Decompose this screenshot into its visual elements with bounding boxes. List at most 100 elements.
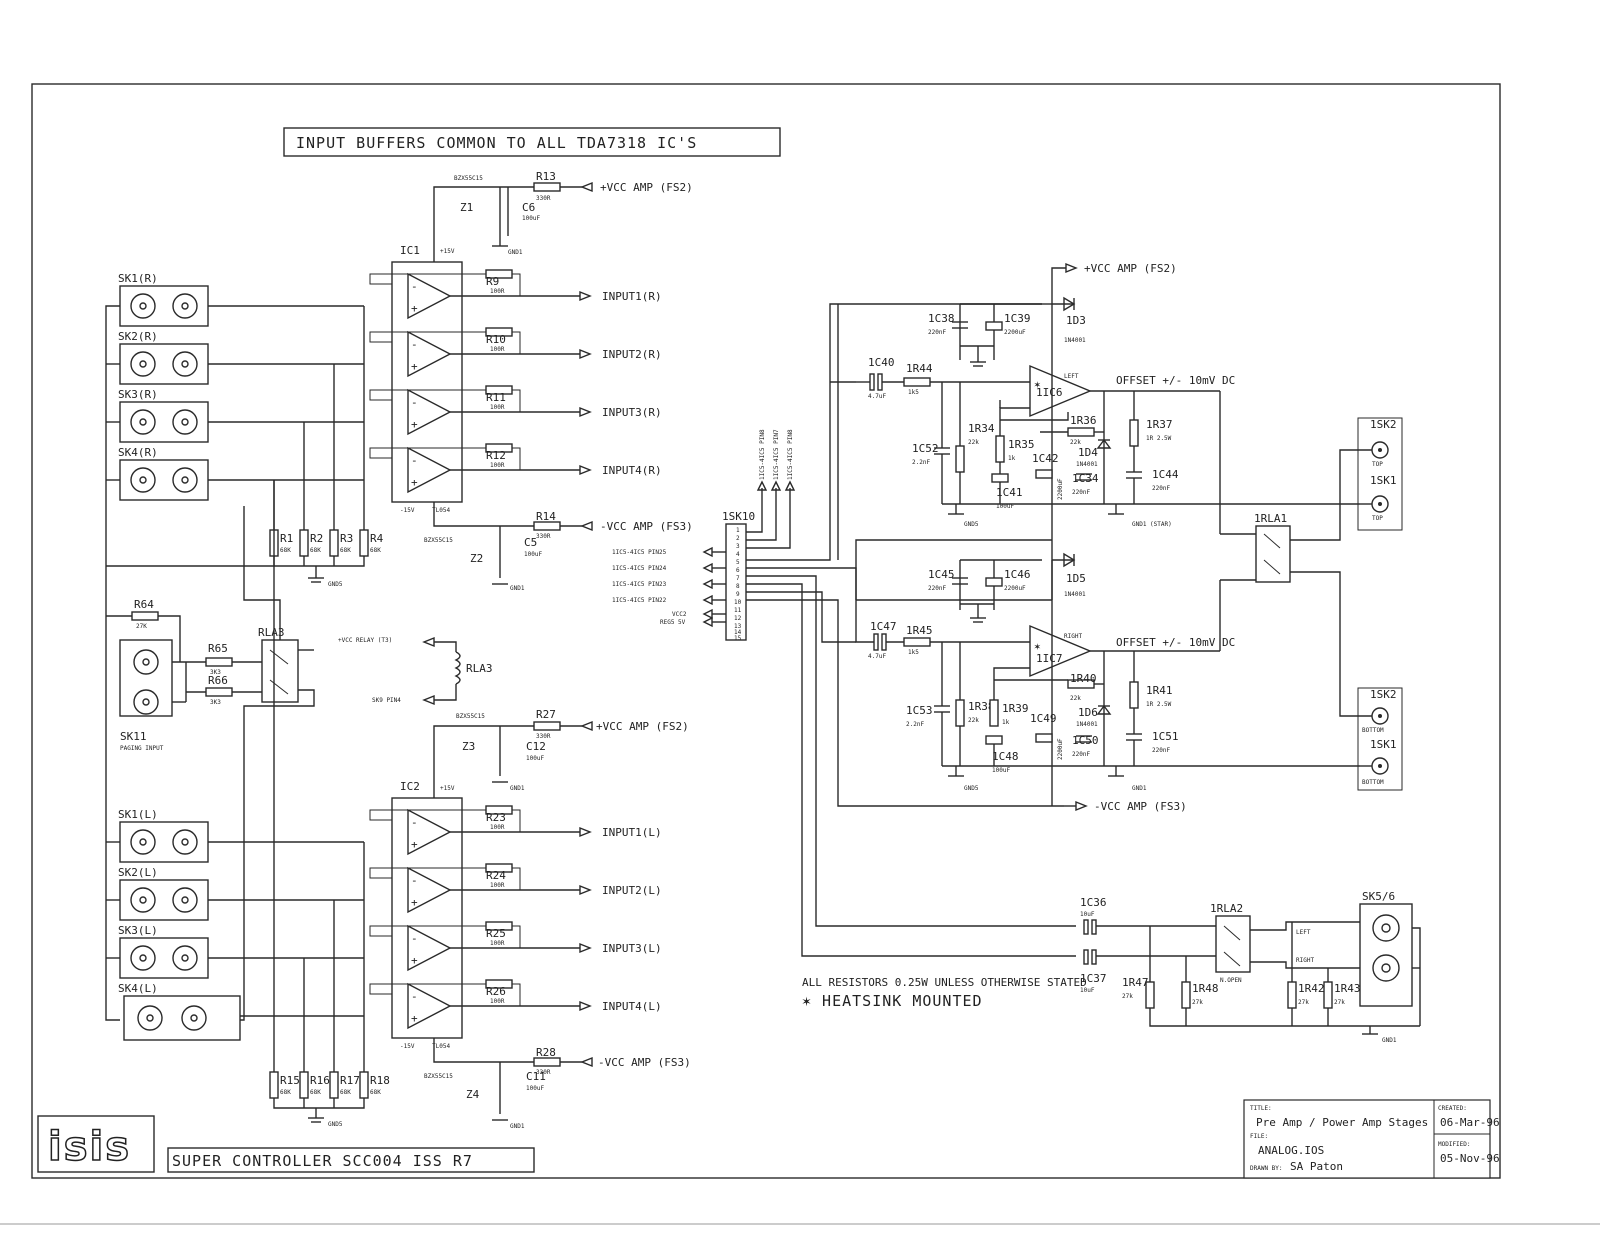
resistor-label: R3 <box>340 532 353 545</box>
ic1-output-label: INPUT3(R) <box>602 406 662 419</box>
res-label: R12 <box>486 449 506 462</box>
zener-label: Z4 <box>466 1088 480 1101</box>
ic2-output-label: INPUT3(L) <box>602 942 662 955</box>
res-label: 1R44 <box>906 362 933 375</box>
cap-label: 1C38 <box>928 312 955 325</box>
ic2-vminus: -15V <box>400 1043 415 1050</box>
cap-label: 1C36 <box>1080 896 1107 909</box>
res-label: R10 <box>486 333 506 346</box>
output-right-label: RIGHT <box>1296 957 1314 964</box>
gnd-label: GND1 <box>508 249 523 256</box>
header-box <box>283 127 781 157</box>
res-value: 1R 2.5W <box>1146 435 1172 442</box>
ic2-type: TL054 <box>432 1043 450 1050</box>
header-title: INPUT BUFFERS COMMON TO ALL TDA7318 IC'S <box>296 134 697 152</box>
socket-label: SK4(R) <box>118 446 158 459</box>
socket-1sk1-bottom: 1SK1 BOTTOM <box>1362 738 1397 786</box>
part-label: BZX55C15 <box>454 175 483 182</box>
cap-value: 220nF <box>1152 747 1170 754</box>
title-label: TITLE: <box>1250 1105 1272 1112</box>
title-block: TITLE: Pre Amp / Power Amp Stages FILE: … <box>1243 1099 1500 1179</box>
socket-label: 1SK2 <box>1370 688 1397 701</box>
res-label: R28 <box>536 1046 556 1059</box>
file-label: FILE: <box>1250 1133 1268 1140</box>
relay-label: 1RLA2 <box>1210 902 1243 915</box>
svg-text:-: - <box>411 990 418 1003</box>
rail-label: +VCC AMP (FS2) <box>1084 262 1177 275</box>
ic2-output-label: INPUT4(L) <box>602 1000 662 1013</box>
cap-value: 220nF <box>1072 489 1090 496</box>
ic1-vplus: +15V <box>440 248 455 255</box>
resistor-value: 68K <box>370 1089 381 1096</box>
cap-value: 100uF <box>524 551 542 558</box>
ic2-vplus: +15V <box>440 785 455 792</box>
cap-label: 1C52 <box>912 442 939 455</box>
ic-label: 1IC7 <box>1036 652 1063 665</box>
project-title: SUPER CONTROLLER SCC004 ISS R7 <box>172 1152 473 1170</box>
socket-label: SK2(R) <box>118 330 158 343</box>
connector-side-label: 1IC5-4IC5 PIN24 <box>612 565 667 572</box>
resistor-value: 68K <box>340 547 351 554</box>
cap-label: 1C46 <box>1004 568 1031 581</box>
res-label: 1R34 <box>968 422 995 435</box>
cap-value: 10uF <box>1080 987 1095 994</box>
cap-label: 1C40 <box>868 356 895 369</box>
pin-num: 11 <box>734 607 742 614</box>
gnd-label: GND5 <box>964 785 979 792</box>
socket-sk4-r: SK4(R) <box>118 446 209 501</box>
cap-label: C12 <box>526 740 546 753</box>
pin-num: 10 <box>734 599 742 606</box>
socket-label: SK4(L) <box>118 982 158 995</box>
connector-side-label: 1IC5-4IC5 PIN23 <box>612 581 667 588</box>
socket-label: SK3(R) <box>118 388 158 401</box>
socket-desc: TOP <box>1372 461 1383 468</box>
cap-label: 1C42 <box>1032 452 1059 465</box>
ic2-ref: IC2 <box>400 780 420 793</box>
res-label: 1R36 <box>1070 414 1097 427</box>
res-value: 100R <box>490 462 505 469</box>
supply-mid: R14 330R -VCC AMP (FS3) BZX55C15 Z2 C5 1… <box>424 510 693 592</box>
res-value: 27k <box>1122 993 1133 1000</box>
offset-label: OFFSET +/- 10mV DC <box>1116 636 1235 649</box>
part-label: BZX55C15 <box>456 713 485 720</box>
cap-value: 2.2nF <box>906 721 924 728</box>
res-value: 330R <box>536 1069 551 1076</box>
zener-label: Z3 <box>462 740 475 753</box>
res-value: 1k <box>1008 455 1016 462</box>
ic1-vminus: -15V <box>400 507 415 514</box>
svg-text:+: + <box>411 954 418 967</box>
res-label: R9 <box>486 275 499 288</box>
relay-vcc-label: +VCC RELAY (T3) <box>338 637 392 644</box>
cap-label: C11 <box>526 1070 546 1083</box>
resistor-value: 68K <box>310 1089 321 1096</box>
cap-label: 1C34 <box>1072 472 1099 485</box>
note-heatsink: ✶ HEATSINK MOUNTED <box>802 992 983 1010</box>
amp-side-label: LEFT <box>1064 373 1079 380</box>
res-value: 100R <box>490 404 505 411</box>
pin-num: 8 <box>736 583 740 590</box>
ic2: IC2 +15V -15V TL054 -+ -+ -+ -+ R23 R24 … <box>369 780 662 1054</box>
cap-label: 1C48 <box>992 750 1019 763</box>
part-label: BZX55C15 <box>424 1073 453 1080</box>
gnd-label: GND1 <box>1382 1037 1397 1044</box>
res-value: 1R 2.5W <box>1146 701 1172 708</box>
res-label: 1R42 <box>1298 982 1325 995</box>
connector-1sk10: 1SK10 1IC5-4IC5 PIN8 1IC5-4IC5 PIN7 1IC5… <box>612 303 1076 957</box>
pin-num: 13 <box>734 623 742 630</box>
svg-text:+: + <box>411 418 418 431</box>
pin-num: 9 <box>736 591 740 598</box>
ic2-output-label: INPUT2(L) <box>602 884 662 897</box>
socket-sk1-r: SK1(R) <box>118 272 209 327</box>
socket-desc: BOTTOM <box>1362 779 1384 786</box>
amp-left: +VCC AMP (FS2) 1D3 1N4001 1C38 220nF 1C3… <box>856 262 1360 600</box>
res-label: 1R41 <box>1146 684 1173 697</box>
cap-value: 220nF <box>1152 485 1170 492</box>
socket-label: 1SK2 <box>1370 418 1397 431</box>
relay-coil-label: RLA3 <box>466 662 493 675</box>
res-label: R14 <box>536 510 556 523</box>
drawn-label: DRAWN BY: <box>1250 1165 1283 1172</box>
pulldowns-l-group: R15 R16 R17 R18 68K 68K 68K 68K GND5 <box>269 480 390 1128</box>
res-label: 1R43 <box>1334 982 1361 995</box>
cap-value: 2200uF <box>1004 329 1026 336</box>
